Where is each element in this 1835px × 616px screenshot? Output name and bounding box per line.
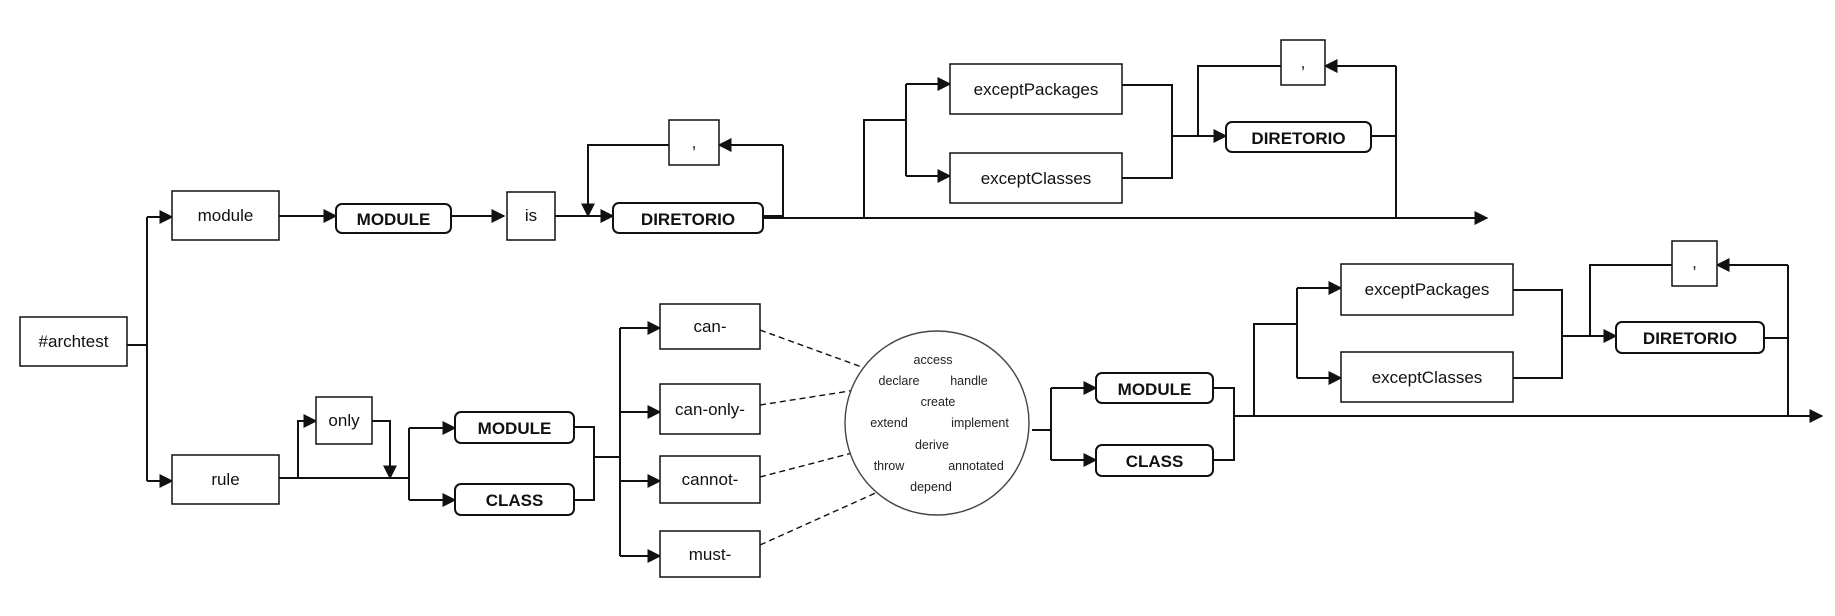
verb-links <box>759 329 881 546</box>
node-except-classes-bottom: exceptClasses <box>1340 351 1514 403</box>
comma-label: , <box>692 133 697 152</box>
node-module: module <box>171 190 280 241</box>
node-archtest: #archtest <box>19 316 128 367</box>
verb-implement: implement <box>951 416 1009 430</box>
archtest-label: #archtest <box>39 332 109 351</box>
node-class-keyword-right: CLASS <box>1095 444 1214 477</box>
class-keyword-label: CLASS <box>1126 452 1184 471</box>
node-comma-top-right: , <box>1280 39 1326 86</box>
diretorio-label: DIRETORIO <box>1643 329 1737 348</box>
verb-declare: declare <box>879 374 920 388</box>
class-keyword-label: CLASS <box>486 491 544 510</box>
node-can: can- <box>659 303 761 350</box>
node-except-classes-top: exceptClasses <box>949 152 1123 204</box>
can-label: can- <box>693 317 726 336</box>
verb-derive: derive <box>915 438 949 452</box>
module-keyword-label: MODULE <box>357 210 431 229</box>
node-comma-top-left: , <box>668 119 720 166</box>
except-packages-label: exceptPackages <box>974 80 1099 99</box>
is-label: is <box>525 206 537 225</box>
node-diretorio-top: DIRETORIO <box>612 202 764 234</box>
node-must: must- <box>659 530 761 578</box>
verb-throw: throw <box>874 459 906 473</box>
verb-circle: access declare handle create extend impl… <box>844 330 1030 516</box>
verb-handle: handle <box>950 374 988 388</box>
node-except-packages-top: exceptPackages <box>949 63 1123 115</box>
module-label: module <box>198 206 254 225</box>
connector-lines <box>127 59 1824 563</box>
diretorio-label: DIRETORIO <box>1251 129 1345 148</box>
except-classes-label: exceptClasses <box>981 169 1092 188</box>
node-diretorio-bottom: DIRETORIO <box>1615 321 1765 354</box>
node-cannot: cannot- <box>659 455 761 504</box>
only-label: only <box>328 411 360 430</box>
node-diretorio-top-right: DIRETORIO <box>1225 121 1372 153</box>
must-label: must- <box>689 545 732 564</box>
comma-label: , <box>1301 53 1306 72</box>
verb-annotated: annotated <box>948 459 1004 473</box>
node-only: only <box>315 396 373 445</box>
node-rule: rule <box>171 454 280 505</box>
node-module-keyword-mid: MODULE <box>454 411 575 444</box>
verb-create: create <box>921 395 956 409</box>
node-comma-bottom: , <box>1671 240 1718 287</box>
node-module-keyword-right: MODULE <box>1095 372 1214 404</box>
cannot-label: cannot- <box>682 470 739 489</box>
verb-extend: extend <box>870 416 908 430</box>
comma-label: , <box>1692 253 1697 272</box>
except-classes-label: exceptClasses <box>1372 368 1483 387</box>
verb-access: access <box>914 353 953 367</box>
diretorio-label: DIRETORIO <box>641 210 735 229</box>
rule-label: rule <box>211 470 239 489</box>
node-can-only: can-only- <box>659 383 761 435</box>
module-keyword-label: MODULE <box>478 419 552 438</box>
node-module-keyword-top: MODULE <box>335 203 452 234</box>
node-class-keyword-mid: CLASS <box>454 483 575 516</box>
verb-depend: depend <box>910 480 952 494</box>
node-except-packages-bottom: exceptPackages <box>1340 263 1514 316</box>
can-only-label: can-only- <box>675 400 745 419</box>
module-keyword-label: MODULE <box>1118 380 1192 399</box>
except-packages-label: exceptPackages <box>1365 280 1490 299</box>
node-is: is <box>506 191 556 241</box>
